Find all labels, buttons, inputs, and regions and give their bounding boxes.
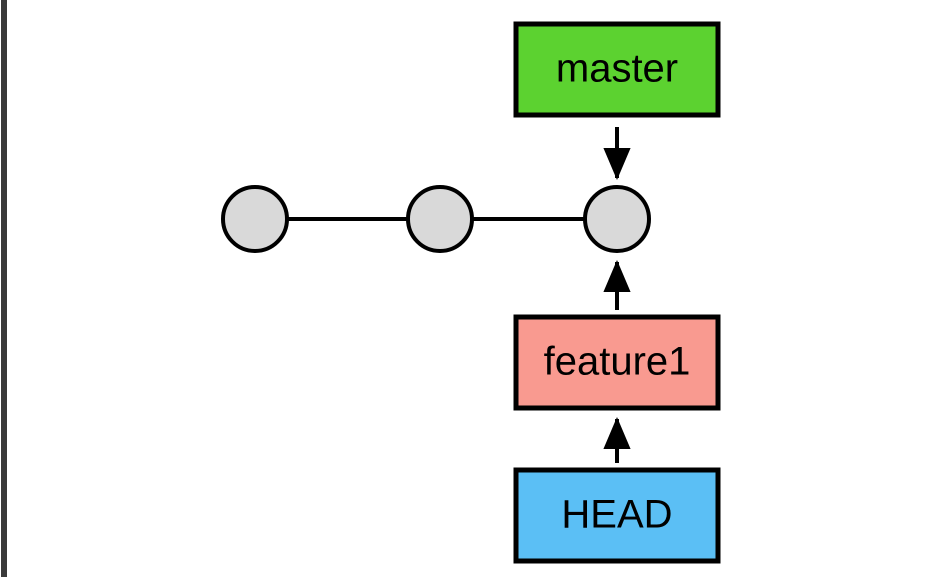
master-branch-box[interactable]: master [513,21,721,118]
head-box-rect [513,467,721,564]
left-edge-strip [1,0,7,577]
commit-node-2[interactable] [406,185,474,253]
feature1-branch-box[interactable]: feature1 [513,314,721,411]
commit-node-3[interactable] [583,185,651,253]
commit-node-1[interactable] [221,185,289,253]
feature1-box-label: feature1 [544,340,691,384]
head-box-label: HEAD [561,493,672,537]
head-pointer-box[interactable]: HEAD [513,467,721,564]
master-box-rect [513,21,721,118]
feature1-box-rect [513,314,721,411]
commit-node-group [221,185,651,253]
master-box-label: master [556,47,678,91]
